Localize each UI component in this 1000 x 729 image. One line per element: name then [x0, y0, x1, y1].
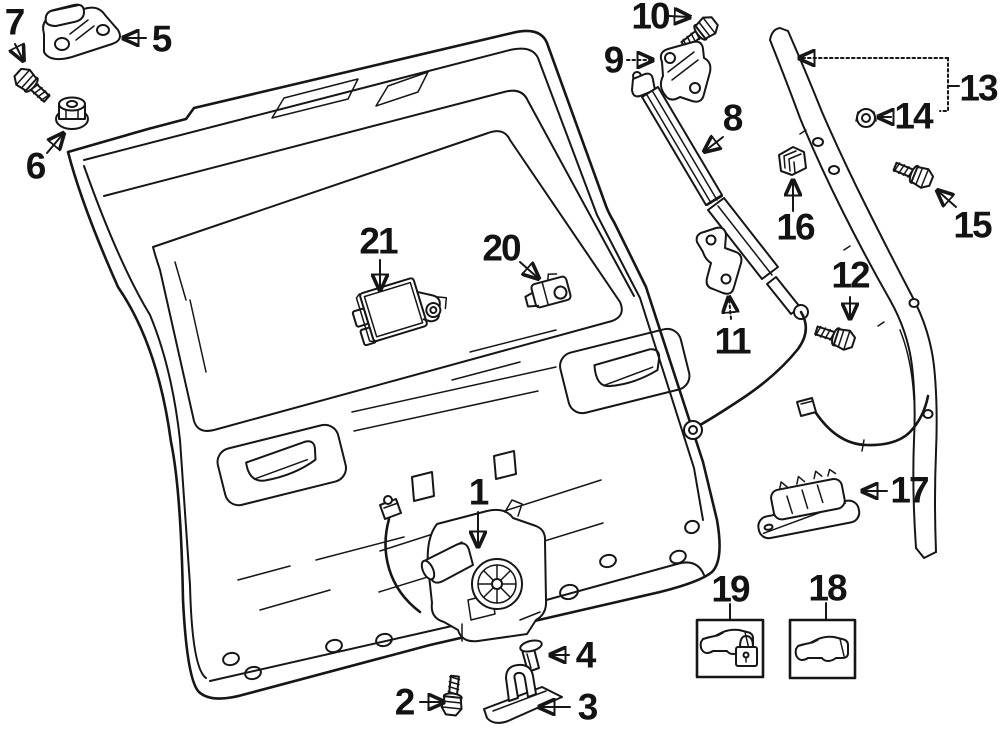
callout-11: 11 — [714, 320, 751, 362]
legend-box-19 — [695, 618, 765, 679]
wire-harness — [796, 394, 930, 452]
liftgate-strut-part-8 — [631, 71, 809, 440]
callout-16: 16 — [776, 206, 815, 248]
nut-part-6 — [55, 96, 89, 130]
guide-rail-part-13 — [769, 27, 938, 559]
sensor-part-20 — [524, 273, 572, 309]
callout-3: 3 — [577, 686, 599, 728]
bolt-part-12 — [812, 319, 858, 353]
bolt-part-15 — [890, 156, 936, 192]
callout-13: 13 — [959, 67, 998, 109]
callout-9: 9 — [603, 39, 625, 81]
callout-12: 12 — [831, 254, 870, 296]
latch-assembly-part-1 — [379, 495, 548, 643]
callout-5: 5 — [151, 18, 173, 60]
callout-18: 18 — [808, 567, 847, 609]
callout-19: 19 — [711, 568, 750, 610]
callout-15: 15 — [953, 204, 992, 246]
striker-part-3 — [483, 663, 563, 724]
callout-21: 21 — [359, 220, 398, 262]
hinge-part-5 — [42, 3, 121, 61]
vehicle-icon — [794, 635, 849, 662]
grommet-part-14 — [855, 108, 877, 128]
callout-arrows — [15, 16, 960, 707]
vehicle-locked-icon — [699, 628, 758, 667]
bolt-part-7 — [10, 64, 55, 108]
callout-2: 2 — [394, 681, 416, 723]
callout-17: 17 — [890, 469, 929, 511]
callout-7: 7 — [4, 1, 26, 43]
garnish-part-17 — [757, 468, 861, 540]
callout-4: 4 — [575, 634, 597, 676]
liftgate-panel — [66, 29, 721, 700]
bracket-part-9 — [659, 40, 712, 103]
callout-20: 20 — [482, 227, 521, 269]
control-module-part-21 — [351, 277, 448, 347]
callout-6: 6 — [25, 145, 47, 187]
legend-box-18 — [788, 618, 857, 680]
callout-10: 10 — [631, 0, 670, 37]
callout-1: 1 — [468, 471, 490, 513]
clip-part-16 — [778, 146, 807, 176]
bolt-part-2 — [439, 674, 466, 717]
callout-8: 8 — [722, 97, 744, 139]
callout-14: 14 — [894, 95, 933, 137]
bracket-part-11 — [695, 226, 743, 295]
